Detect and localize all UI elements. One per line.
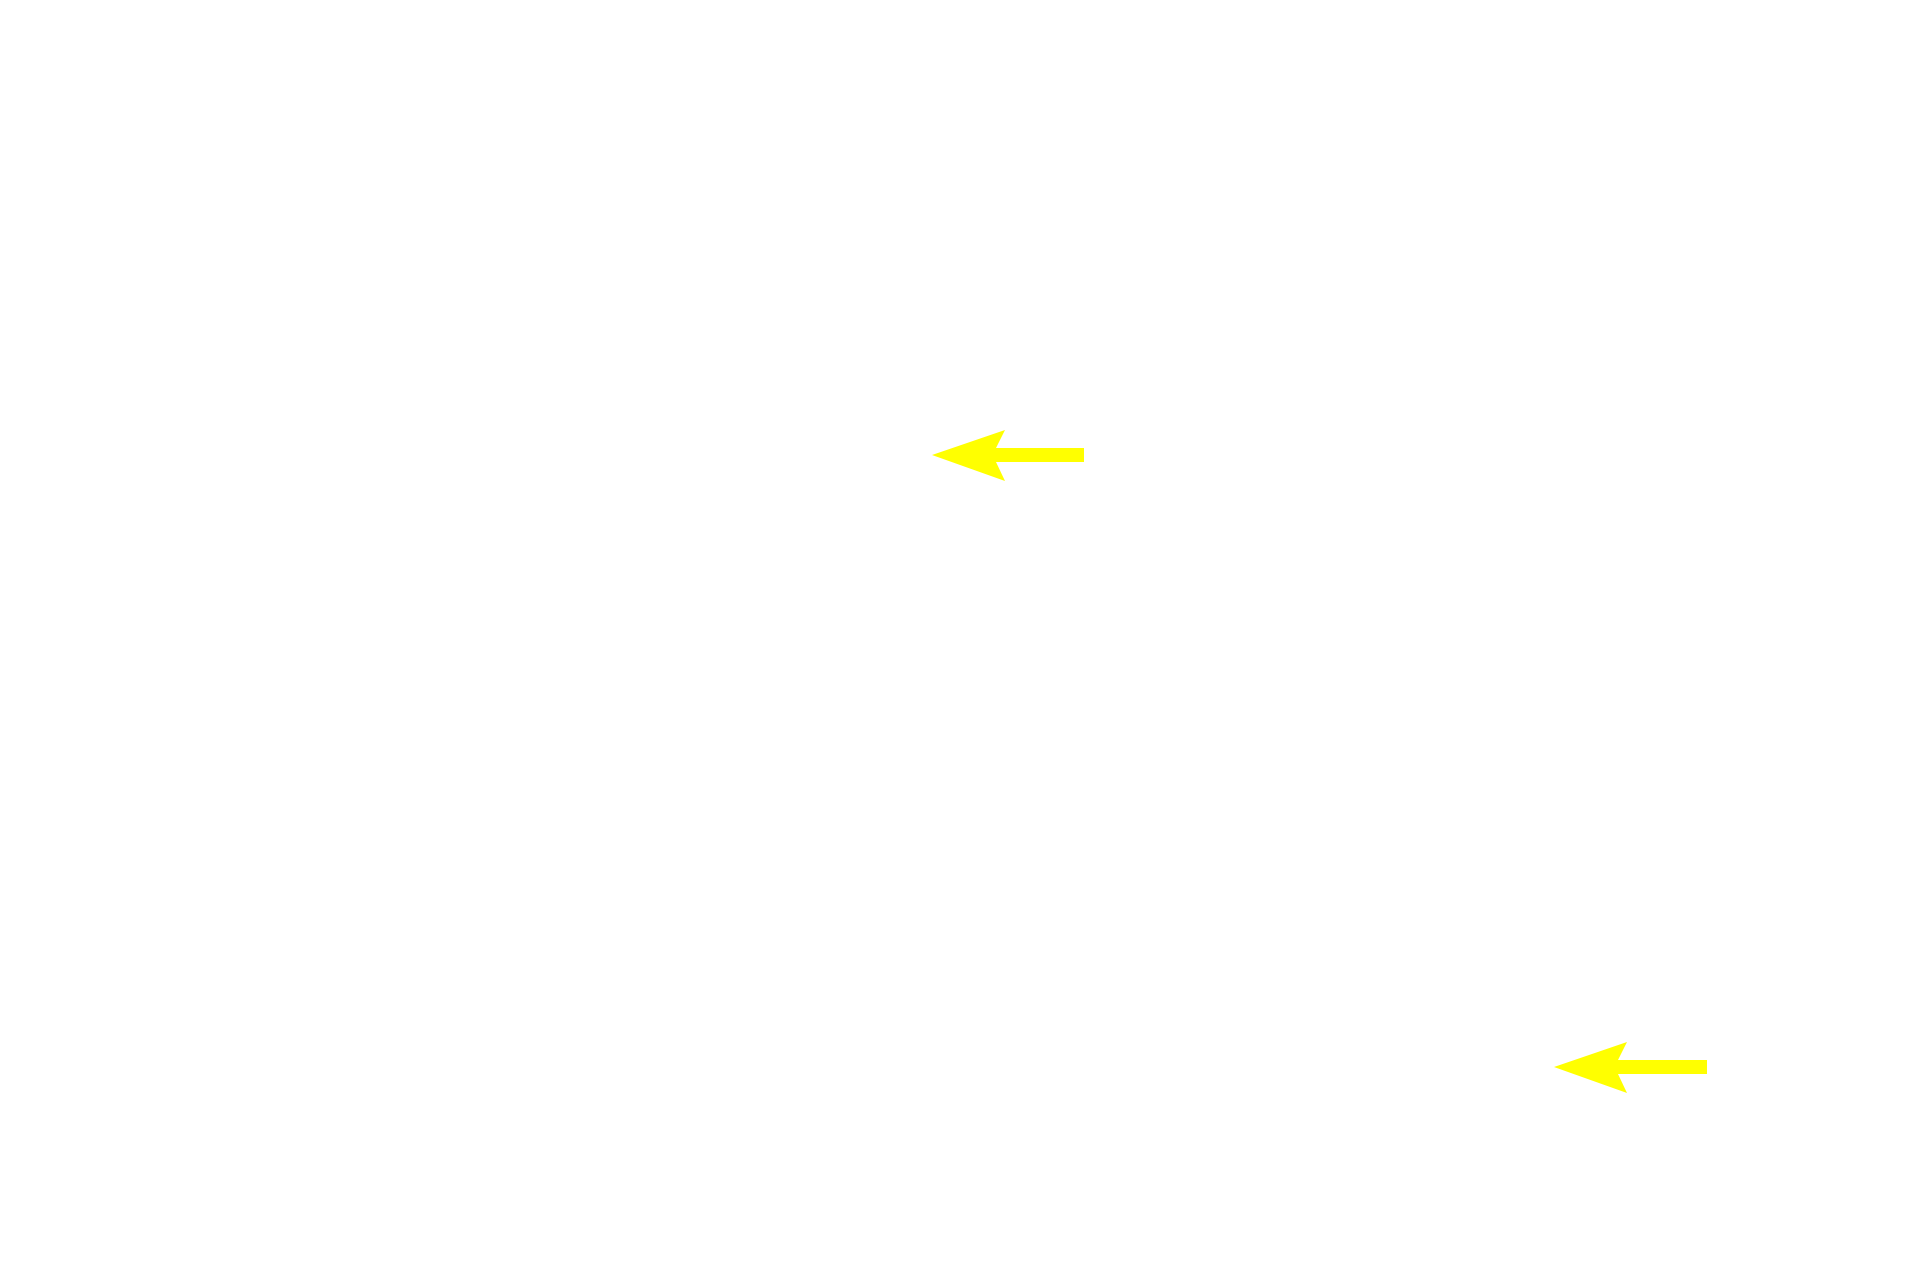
arrow-left-icon xyxy=(932,430,1084,481)
arrow-left-icon xyxy=(1554,1042,1707,1093)
